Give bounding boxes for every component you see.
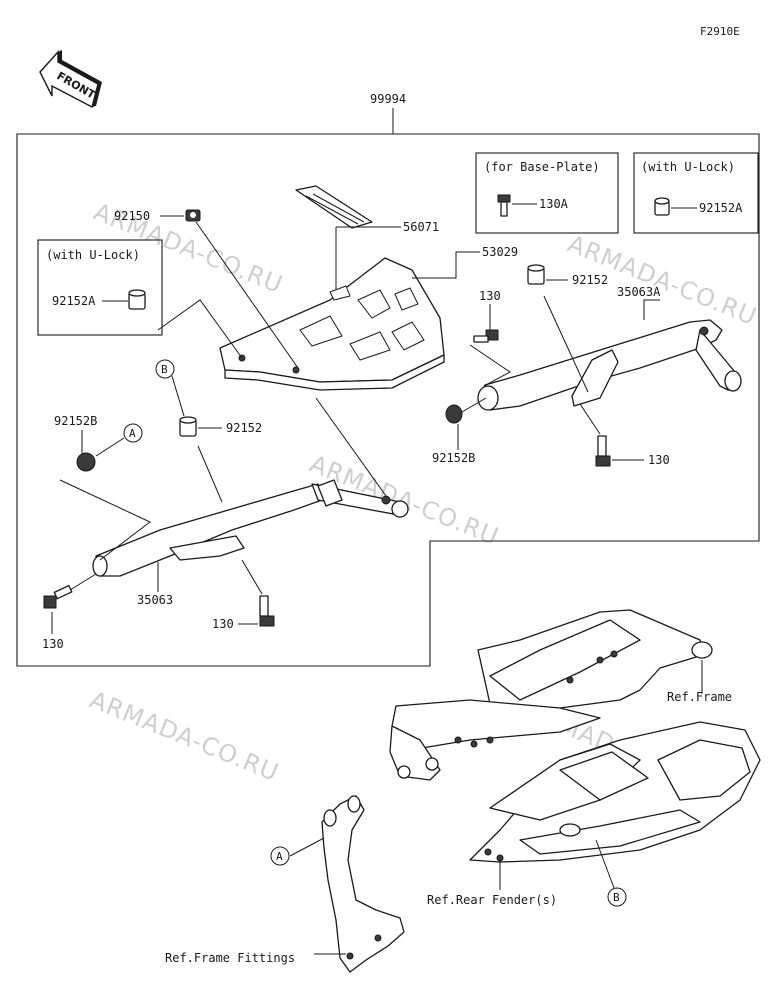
label-92152A-right: 92152A bbox=[699, 201, 743, 215]
label-130-d: 130 bbox=[212, 617, 234, 631]
nut-92150 bbox=[185, 209, 201, 222]
callout-a-upper-letter: A bbox=[129, 427, 136, 440]
bolt-130-b bbox=[595, 435, 611, 467]
label-92152-top: 92152 bbox=[572, 273, 608, 287]
base-plate-53029 bbox=[219, 257, 445, 391]
nut-92152B-left bbox=[76, 452, 96, 472]
callout-b-upper bbox=[155, 359, 175, 379]
spacer-icon bbox=[654, 197, 670, 216]
watermark-4: ARMADA-CO.RU bbox=[86, 686, 283, 787]
label-130-a: 130 bbox=[479, 289, 501, 303]
bolt-130-a bbox=[473, 329, 499, 343]
bolt-icon bbox=[497, 194, 511, 217]
spacer-92152-left bbox=[179, 416, 197, 437]
ulock-box-right bbox=[633, 152, 759, 234]
spacer-icon bbox=[128, 289, 146, 310]
callout-b-lower-letter: B bbox=[613, 891, 620, 904]
label-92152A-left: 92152A bbox=[52, 294, 96, 308]
bolt-130-c bbox=[43, 584, 73, 609]
label-92152B-right: 92152B bbox=[432, 451, 475, 465]
frame-fittings bbox=[321, 795, 405, 973]
callout-a-upper bbox=[123, 423, 143, 443]
bolt-130-d bbox=[259, 595, 275, 627]
label-130-b: 130 bbox=[648, 453, 670, 467]
ref-frame-fittings: Ref.Frame Fittings bbox=[165, 951, 295, 965]
front-arrow-icon: FRONT bbox=[39, 50, 102, 109]
label-92150: 92150 bbox=[114, 209, 150, 223]
base-plate-box-title: (for Base-Plate) bbox=[484, 160, 600, 174]
label-35063: 35063 bbox=[137, 593, 173, 607]
label-56071: 56071 bbox=[403, 220, 439, 234]
ulock-box-right-title: (with U-Lock) bbox=[641, 160, 735, 174]
label-35063A: 35063A bbox=[617, 285, 661, 299]
bracket-35063 bbox=[92, 479, 409, 577]
figure-code: F2910E bbox=[700, 25, 740, 38]
ulock-box-left-title: (with U-Lock) bbox=[46, 248, 140, 262]
label-strip-56071 bbox=[295, 185, 373, 229]
base-plate-box bbox=[475, 152, 619, 234]
frame-assembly bbox=[389, 609, 713, 781]
ref-frame: Ref.Frame bbox=[667, 690, 732, 704]
bracket-35063A bbox=[477, 319, 742, 411]
callout-b-lower bbox=[607, 887, 627, 907]
callout-b-upper-letter: B bbox=[161, 363, 168, 376]
rear-fender bbox=[469, 721, 761, 863]
label-130-c: 130 bbox=[42, 637, 64, 651]
label-130A: 130A bbox=[539, 197, 569, 211]
label-92152B-left: 92152B bbox=[54, 414, 97, 428]
ulock-box-left bbox=[37, 239, 163, 336]
kit-part-number: 99994 bbox=[370, 92, 406, 106]
spacer-92152-top bbox=[527, 264, 545, 285]
ref-rear-fender: Ref.Rear Fender(s) bbox=[427, 893, 557, 907]
callout-a-lower bbox=[270, 846, 290, 866]
label-53029: 53029 bbox=[482, 245, 518, 259]
kit-boundary bbox=[16, 133, 760, 667]
nut-92152B-right bbox=[445, 404, 463, 424]
label-92152-left: 92152 bbox=[226, 421, 262, 435]
callout-a-lower-letter: A bbox=[276, 850, 283, 863]
